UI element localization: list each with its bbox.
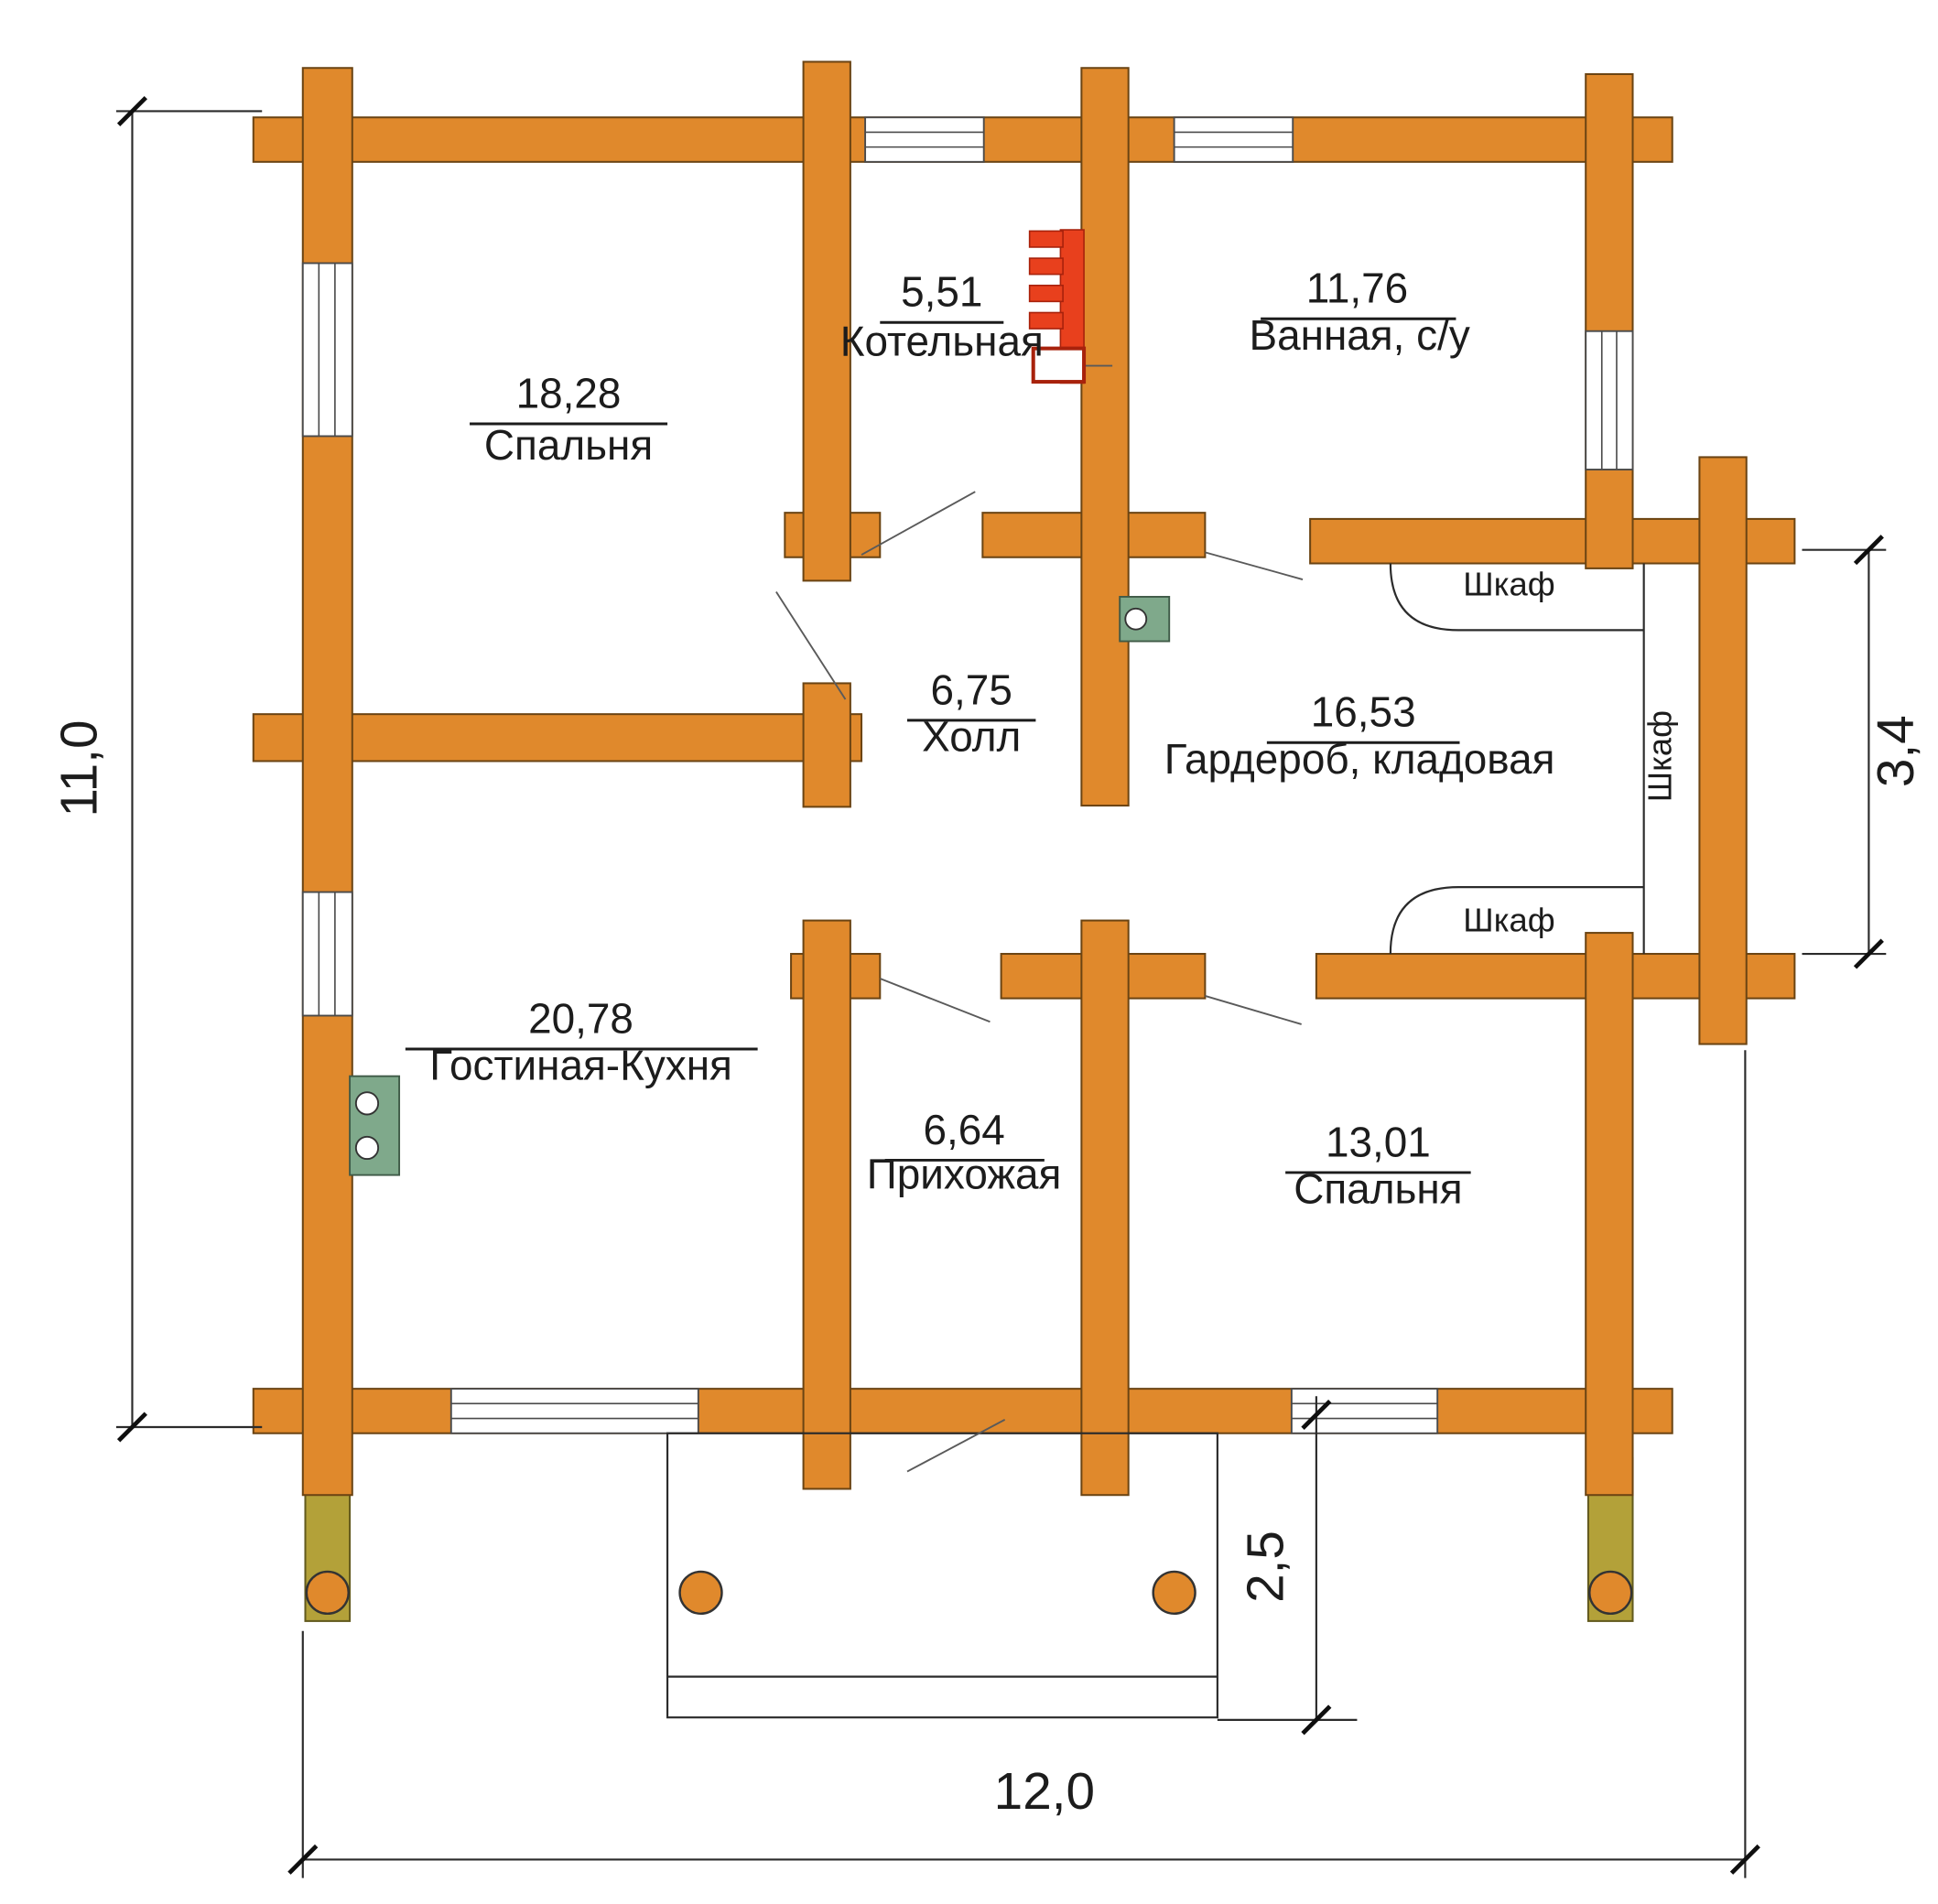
window-pane xyxy=(301,262,353,438)
panel-indicator xyxy=(354,1091,380,1116)
room-area-label: 13,01 xyxy=(1326,1118,1431,1165)
porch-outline xyxy=(666,1432,1218,1719)
dimension-label: 3,4 xyxy=(1868,715,1925,787)
room-area-label: 20,78 xyxy=(528,994,633,1042)
panel-indicator xyxy=(1124,607,1148,631)
door-leader-line xyxy=(906,1419,1006,1473)
room-name-label: Спальня xyxy=(1294,1165,1462,1213)
closet-label: Шкаф xyxy=(1463,902,1554,939)
room-name-label: Гардероб, кладовая xyxy=(1164,735,1555,783)
wall-segment xyxy=(1585,72,1634,569)
window-pane xyxy=(1290,1388,1439,1434)
porch-column xyxy=(305,1570,350,1616)
porch-column xyxy=(1588,1570,1633,1616)
wall-segment xyxy=(802,60,851,582)
door-leader-line xyxy=(1205,995,1302,1025)
wall-segment xyxy=(1080,67,1130,807)
window-pane xyxy=(1585,330,1634,471)
electrical-panel xyxy=(349,1075,401,1176)
dimensions: 11,0 12,0 3,4 2,5 xyxy=(50,95,1925,1878)
dim-tick xyxy=(1853,535,1884,566)
window-pane xyxy=(449,1388,699,1434)
dim-tick xyxy=(1853,938,1884,969)
room-name-label: Прихожая xyxy=(867,1150,1062,1197)
room-name-label: Холл xyxy=(922,713,1021,761)
porch-columns xyxy=(305,1570,1633,1616)
room-area-label: 11,76 xyxy=(1306,265,1408,312)
door-leaders xyxy=(775,364,1304,1473)
wall-segment xyxy=(802,919,851,1490)
closet-door-arc xyxy=(1389,886,1644,955)
boiler-fin xyxy=(1028,257,1064,276)
boiler-radiator xyxy=(1028,229,1087,384)
porch-column xyxy=(678,1570,723,1616)
closet-door-arc xyxy=(1389,563,1644,632)
room-labels: 18,28 Спальня 5,51 Котельная 11,76 Ванна… xyxy=(405,265,1678,1213)
wall-segment xyxy=(1080,919,1130,1497)
dim-tick xyxy=(116,95,147,126)
door-leader-line xyxy=(879,978,991,1023)
room-area-label: 18,28 xyxy=(516,369,622,416)
door-leader-line xyxy=(775,591,847,700)
wall-segment xyxy=(252,713,863,763)
wall-segment xyxy=(1698,456,1748,1045)
dim-tick xyxy=(1729,1844,1760,1875)
boiler-fin xyxy=(1028,230,1064,248)
dim-tick xyxy=(1301,1704,1332,1736)
room-area-label: 6,64 xyxy=(923,1106,1004,1153)
closet-label: Шкаф xyxy=(1640,710,1678,802)
room-name-label: Котельная xyxy=(840,318,1044,365)
utility-panels xyxy=(349,595,1171,1176)
dim-tick xyxy=(1301,1399,1332,1431)
door-leader-line xyxy=(861,491,976,556)
boiler-box xyxy=(1031,346,1087,384)
room-area-label: 5,51 xyxy=(901,268,982,316)
window-pane xyxy=(864,116,985,163)
porch-column xyxy=(1152,1570,1196,1616)
wall-segment xyxy=(1585,932,1634,1497)
room-area-label: 16,53 xyxy=(1311,688,1416,736)
dimension-label: 12,0 xyxy=(994,1763,1095,1821)
room-name-label: Гостиная-Кухня xyxy=(429,1042,732,1089)
room-area-label: 6,75 xyxy=(931,665,1012,713)
dim-tick xyxy=(116,1412,147,1443)
window-pane xyxy=(301,891,353,1017)
door-leader-line xyxy=(1205,551,1304,580)
closet-label: Шкаф xyxy=(1463,566,1554,603)
boiler-fin xyxy=(1028,311,1064,330)
dimension-label: 11,0 xyxy=(50,720,108,817)
porch-posts xyxy=(304,1456,1634,1622)
window-pane xyxy=(1173,116,1294,163)
wall-segment xyxy=(802,682,851,808)
boiler-fin xyxy=(1028,284,1064,303)
walls xyxy=(252,60,1796,1497)
room-name-label: Ванная, с/у xyxy=(1249,311,1469,359)
room-name-label: Спальня xyxy=(484,421,653,469)
dim-tick xyxy=(287,1844,319,1875)
panel-indicator xyxy=(354,1135,380,1161)
dimension-label: 2,5 xyxy=(1237,1531,1294,1603)
